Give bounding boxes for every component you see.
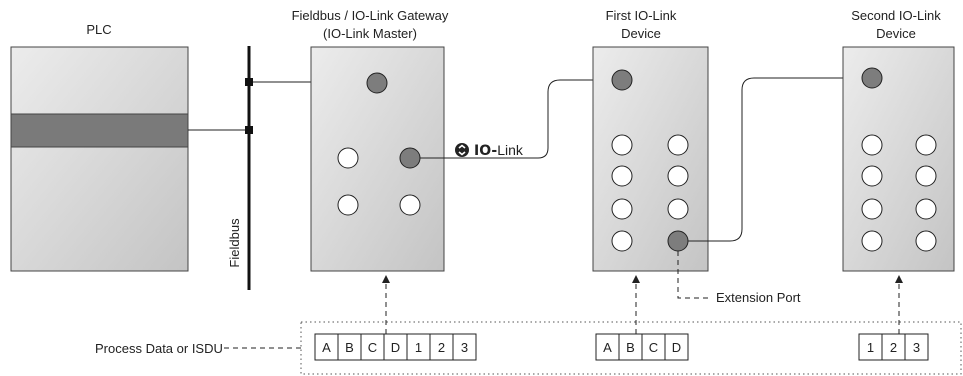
first-device-port-4 <box>667 165 689 187</box>
first-device-data-cell-label: D <box>672 340 681 355</box>
extension-port-label: Extension Port <box>716 290 801 305</box>
gateway-data-cell-label: 2 <box>438 340 445 355</box>
first-device-port-6 <box>667 198 689 220</box>
gateway-data-cell-label: 1 <box>415 340 422 355</box>
first-device-box <box>592 46 709 272</box>
first-device-extension-port <box>667 230 689 252</box>
fieldbus-label: Fieldbus <box>227 218 242 268</box>
gateway-data-cell-label: D <box>391 340 400 355</box>
iolink-label: IO-Link <box>474 142 524 159</box>
second-device-port-6 <box>915 198 937 220</box>
process-data-label: Process Data or ISDU <box>95 341 223 356</box>
second-device-label-line2: Device <box>876 26 916 41</box>
gateway-data-cell-label: 3 <box>461 340 468 355</box>
second-device-box <box>842 46 955 272</box>
second-device-port-3 <box>861 165 883 187</box>
plc-label: PLC <box>86 22 111 37</box>
fieldbus-node-plc <box>245 126 253 134</box>
second-device-data-cell-label: 1 <box>867 340 874 355</box>
first-device-port-1 <box>611 134 633 156</box>
iolink-cable-2 <box>688 77 862 242</box>
second-device-port-2 <box>915 134 937 156</box>
second-device-data-cell-label: 2 <box>890 340 897 355</box>
fieldbus-node-gateway <box>245 78 253 86</box>
second-device-data-cell-label: 3 <box>913 340 920 355</box>
second-device-port-5 <box>861 198 883 220</box>
gateway-data-cell-label: C <box>368 340 377 355</box>
first-device-uplink-port <box>611 69 633 91</box>
second-device-data-cell-box <box>904 333 929 361</box>
gateway-port-3 <box>337 194 359 216</box>
process-data-region <box>300 321 962 375</box>
gateway-label-line2: (IO-Link Master) <box>323 26 417 41</box>
iolink-label-bold: IO- <box>474 143 497 159</box>
iolink-label-link: Link <box>497 142 524 158</box>
second-device-port-4 <box>915 165 937 187</box>
gateway-port-1 <box>337 147 359 169</box>
second-device-port-7 <box>861 230 883 252</box>
second-device-uplink-port <box>861 67 883 89</box>
plc-box <box>10 46 189 272</box>
gateway-data-cell-label: B <box>345 340 354 355</box>
gateway-data-cell-label: A <box>322 340 331 355</box>
first-device-data-cell-label: C <box>649 340 658 355</box>
gateway-port-2 <box>399 147 421 169</box>
iolink-logo-icon <box>455 143 469 157</box>
second-device-port-8 <box>915 230 937 252</box>
gateway-port-4 <box>399 194 421 216</box>
gateway-data-cell-box <box>452 333 477 361</box>
second-device-label-line1: Second IO-Link <box>851 8 941 23</box>
extension-port-leader <box>677 251 708 299</box>
first-device-port-7 <box>611 230 633 252</box>
first-device-data-cell-label: B <box>626 340 635 355</box>
second-device-process-data-cells: 1 2 3 <box>858 333 929 361</box>
first-device-port-5 <box>611 198 633 220</box>
first-device-port-2 <box>667 134 689 156</box>
second-device-port-1 <box>861 134 883 156</box>
first-device-data-cell-box <box>664 333 689 361</box>
first-device-port-3 <box>611 165 633 187</box>
gateway-label-line1: Fieldbus / IO-Link Gateway <box>292 8 449 23</box>
gateway-fieldbus-port <box>366 72 388 94</box>
plc-io-module <box>10 113 189 148</box>
first-device-data-cell-label: A <box>603 340 612 355</box>
first-device-label-line2: Device <box>621 26 661 41</box>
iolink-cable-1 <box>420 79 611 159</box>
first-device-label-line1: First IO-Link <box>606 8 677 23</box>
